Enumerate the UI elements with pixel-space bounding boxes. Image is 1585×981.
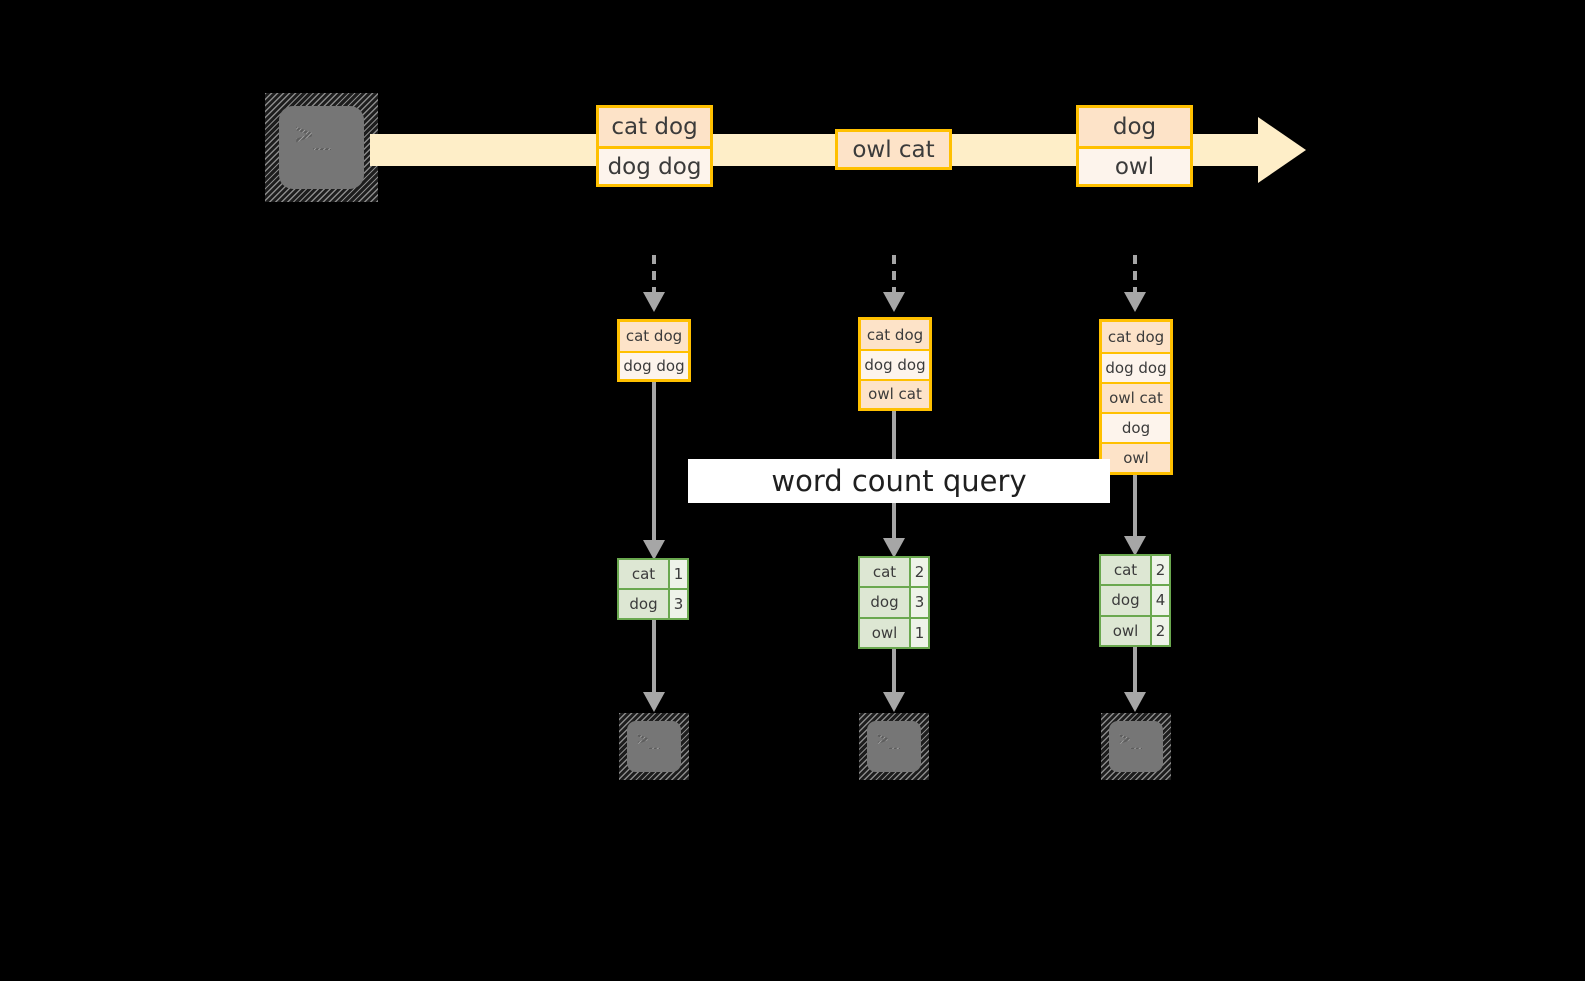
- table-cell-count: 2: [1150, 556, 1169, 585]
- table-row: dog 3: [860, 586, 928, 617]
- terminal-prompt-glyph: >_: [1119, 728, 1142, 750]
- snapshot-3-box: cat dog dog dog owl cat dog owl: [1099, 319, 1173, 475]
- table-cell-count: 1: [668, 560, 687, 588]
- table-row: dog 4: [1101, 584, 1169, 615]
- table-row: cat 2: [860, 558, 928, 587]
- snapshot-line: dog dog: [861, 349, 929, 379]
- table-cell-word: dog: [619, 590, 668, 618]
- table-cell-count: 1: [909, 618, 928, 647]
- table-cell-word: cat: [1101, 556, 1150, 585]
- snapshot-1-query-connector: [652, 382, 656, 549]
- record-line: dog dog: [599, 146, 710, 184]
- terminal-screen: [279, 106, 364, 189]
- snapshot-line: dog dog: [1102, 352, 1170, 382]
- record-line: dog: [1079, 108, 1190, 146]
- snapshot-2-dashed-arrowhead: [883, 292, 905, 312]
- snapshot-2-output-arrowhead: [883, 692, 905, 712]
- snapshot-line: cat dog: [1102, 322, 1170, 352]
- stream-record-2: owl cat: [835, 129, 952, 170]
- table-cell-count: 3: [668, 590, 687, 618]
- snapshot-1-query-arrowhead: [643, 540, 665, 560]
- snapshot-2-consumer-terminal-icon: >_: [859, 713, 929, 780]
- stream-record-3: dog owl: [1076, 105, 1193, 187]
- table-cell-count: 4: [1150, 586, 1169, 615]
- snapshot-2-box: cat dog dog dog owl cat: [858, 317, 932, 411]
- table-cell-word: cat: [860, 558, 909, 587]
- terminal-prompt-glyph: >_: [877, 728, 900, 750]
- snapshot-line: owl cat: [861, 378, 929, 408]
- snapshot-2-output-connector: [892, 649, 896, 699]
- table-cell-word: owl: [1101, 616, 1150, 645]
- snapshot-line: cat dog: [861, 320, 929, 350]
- table-cell-count: 3: [909, 588, 928, 617]
- snapshot-line: dog dog: [620, 350, 688, 379]
- table-cell-word: owl: [860, 618, 909, 647]
- snapshot-line: dog: [1102, 412, 1170, 442]
- snapshot-1-dashed-connector: [652, 255, 656, 295]
- snapshot-1-box: cat dog dog dog: [617, 319, 691, 382]
- table-cell-count: 2: [1150, 616, 1169, 645]
- table-cell-word: dog: [860, 588, 909, 617]
- terminal-screen: [867, 721, 921, 772]
- table-row: cat 1: [619, 560, 687, 588]
- snapshot-2-query-arrowhead: [883, 538, 905, 558]
- table-cell-word: cat: [619, 560, 668, 588]
- table-row: cat 2: [1101, 556, 1169, 585]
- snapshot-1-output-arrowhead: [643, 692, 665, 712]
- table-row: owl 1: [860, 616, 928, 647]
- snapshot-3-output-connector: [1133, 647, 1137, 699]
- snapshot-2-dashed-connector: [892, 255, 896, 295]
- terminal-prompt-glyph: >_: [637, 728, 660, 750]
- record-line: owl cat: [838, 132, 949, 167]
- word-count-query-label: word count query: [688, 459, 1110, 503]
- snapshot-1-output-connector: [652, 620, 656, 699]
- snapshot-3-consumer-terminal-icon: >_: [1101, 713, 1171, 780]
- snapshot-1-result-table: cat 1 dog 3: [617, 558, 689, 620]
- snapshot-3-output-arrowhead: [1124, 692, 1146, 712]
- table-cell-word: dog: [1101, 586, 1150, 615]
- producer-terminal-icon: >_: [265, 93, 378, 202]
- snapshot-3-result-table: cat 2 dog 4 owl 2: [1099, 554, 1171, 647]
- table-cell-count: 2: [909, 558, 928, 587]
- record-line: owl: [1079, 146, 1190, 184]
- snapshot-line: owl: [1102, 442, 1170, 472]
- terminal-screen: [627, 721, 681, 772]
- terminal-prompt-glyph: >_: [295, 117, 332, 152]
- snapshot-2-result-table: cat 2 dog 3 owl 1: [858, 556, 930, 649]
- table-row: dog 3: [619, 588, 687, 618]
- terminal-screen: [1109, 721, 1163, 772]
- table-row: owl 2: [1101, 614, 1169, 645]
- snapshot-1-dashed-arrowhead: [643, 292, 665, 312]
- input-stream-arrowhead: [1258, 117, 1306, 183]
- snapshot-line: cat dog: [620, 322, 688, 351]
- snapshot-3-query-connector: [1133, 475, 1137, 547]
- snapshot-3-dashed-connector: [1133, 255, 1137, 295]
- snapshot-3-query-arrowhead: [1124, 536, 1146, 556]
- snapshot-3-dashed-arrowhead: [1124, 292, 1146, 312]
- record-line: cat dog: [599, 108, 710, 146]
- snapshot-1-consumer-terminal-icon: >_: [619, 713, 689, 780]
- stream-record-1: cat dog dog dog: [596, 105, 713, 187]
- snapshot-line: owl cat: [1102, 382, 1170, 412]
